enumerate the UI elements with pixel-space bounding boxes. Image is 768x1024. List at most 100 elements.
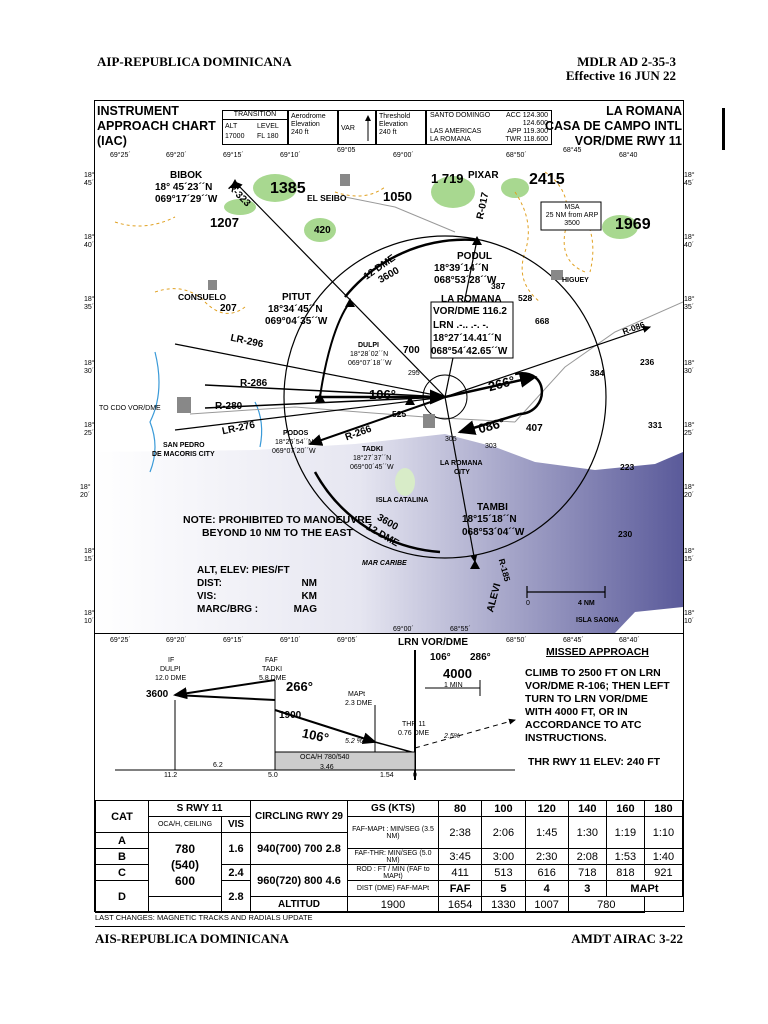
lat-tick: 18° 25´	[84, 422, 95, 437]
legend-key: VIS:	[197, 591, 217, 602]
fix-dulpi: DULPI	[358, 342, 379, 349]
faf-mapt-120: 1:45	[524, 816, 569, 849]
fix-podos-lat: 18°26´54´´N	[275, 439, 314, 446]
lat-tick: 18° 15´	[684, 548, 695, 563]
elevation-223: 223	[620, 462, 635, 472]
lon-tick: 68°45	[563, 147, 582, 154]
page-header-effective: Effective 16 JUN 22	[565, 68, 676, 83]
elevation-525: 525	[392, 409, 407, 419]
radials	[174, 181, 652, 564]
fix-pitut: PITUT	[282, 292, 311, 303]
profile-faf-alt: 1900	[279, 710, 302, 721]
profile-dist-346: 3.46	[320, 764, 334, 771]
lrn-lon: 068°54´42.65´´W	[431, 346, 508, 357]
profile-faf-dme: 5.8 DME	[259, 675, 287, 682]
thr-elevation-label: Elevation	[379, 121, 408, 128]
profile-diagram	[115, 650, 516, 780]
msa-line: 3500	[564, 220, 580, 227]
track-086	[457, 412, 521, 435]
faf-mapt-180: 1:10	[643, 816, 684, 849]
dist-5: 5	[481, 880, 526, 897]
r280-line	[204, 396, 446, 409]
level-label: LEVEL	[257, 123, 279, 130]
scale-label: 4 NM	[578, 600, 595, 607]
last-changes: LAST CHANGES: MAGNETIC TRACKS AND RADIAL…	[95, 913, 313, 922]
altitud-faf: 1900	[347, 896, 439, 913]
profile-trk-in: 286°	[470, 652, 491, 663]
elevation-1969: 1969	[615, 216, 651, 233]
dist-3: 3	[567, 880, 607, 897]
elevation-700: 700	[403, 345, 420, 356]
elevation-305: 305	[445, 436, 457, 443]
altitud-mapt: 780	[567, 896, 645, 913]
var-label: VAR	[341, 125, 355, 132]
elevation-230: 230	[618, 529, 633, 539]
legend-row: DIST:NM	[197, 577, 317, 590]
thr-elevation-note: THR RWY 11 ELEV: 240 FT	[528, 756, 661, 768]
comm-freq: ACC 124.300	[505, 112, 548, 119]
elevation-2415: 2415	[529, 171, 565, 188]
isla-catalina-patch	[395, 468, 415, 496]
cat-d: D	[95, 880, 149, 913]
msa-box	[540, 201, 602, 231]
fix-tadki-lat: 18°27´37´´N	[353, 455, 392, 462]
altitud-3: 1007	[524, 896, 569, 913]
comm-station: SANTO DOMINGO	[430, 112, 491, 119]
lon-tick: 69°25´	[110, 637, 131, 644]
profile-view	[95, 633, 683, 799]
lon-tick: 69°20´	[166, 152, 187, 159]
fix-tadki-lon: 069°00´45´´W	[350, 464, 394, 471]
lrn-lat: 18°27´14.41´´N	[433, 333, 502, 344]
chart-title-line: APPROACH CHART	[97, 119, 216, 133]
dist-mapt: MAPt	[605, 880, 684, 897]
elevation-value: 240 ft	[291, 129, 309, 136]
profile-oca: OCA/H 780/540	[300, 754, 350, 761]
fix-bibok-lon: 069°17´29´´W	[155, 194, 218, 205]
amendment-bar	[722, 108, 725, 150]
lon-tick: 69°00´	[393, 152, 414, 159]
lrn-ident: LRN .-.. .-. -.	[433, 320, 489, 331]
lon-tick: 68°50´	[506, 152, 527, 159]
profile-hold-time: 1 MIN	[444, 682, 463, 689]
lat-tick: 18° 35´	[684, 296, 695, 311]
town-symbol	[208, 280, 217, 290]
faf-mapt-100: 2:06	[481, 816, 526, 849]
profile-hold-alt: 4000	[443, 666, 472, 681]
town-symbol	[340, 174, 350, 186]
header-vis: VIS	[221, 816, 251, 833]
elevation-331: 331	[648, 420, 663, 430]
header-srwy: S RWY 11	[148, 800, 251, 817]
gs-140: 140	[567, 800, 607, 817]
s-minima-line: (540)	[170, 857, 199, 872]
lon-tick: 69°00´	[393, 626, 414, 633]
elevation-384: 384	[590, 368, 605, 378]
lon-tick: 68°40	[619, 152, 638, 159]
elevation-207: 207	[220, 303, 237, 314]
scale-zero: 0	[526, 600, 530, 607]
page-footer-left: AIS-REPUBLICA DOMINICANA	[95, 931, 289, 946]
level-value: FL 180	[257, 133, 279, 140]
town-symbol	[423, 414, 435, 428]
comm-row: LAS AMERICAS APP 119.300	[430, 128, 548, 136]
town-san-pedro-2: DE MACORIS CITY	[152, 451, 215, 458]
elevation-236: 236	[640, 357, 655, 367]
page-footer-right: AMDT AIRAC 3-22	[571, 931, 683, 946]
rod-80: 411	[437, 864, 483, 881]
lat-tick: 18° 45´	[84, 172, 95, 187]
note-line: NOTE: PROHIBITED TO MANOEUVRE	[183, 514, 372, 526]
header-circling: CIRCLING RWY 29	[250, 800, 348, 833]
transition-label: TRANSITION	[223, 111, 287, 120]
altitud-label: ALTITUD	[250, 896, 348, 913]
airport-name: LA ROMANA	[606, 104, 682, 118]
lat-tick: 18° 30´	[84, 360, 95, 375]
legend-value: NM	[301, 578, 317, 589]
note-prohibited: NOTE: PROHIBITED TO MANOEUVRE BEYOND 10 …	[183, 514, 372, 540]
units-legend: ALT, ELEV: PIES/FT DIST:NM VIS:KM MARC/B…	[197, 564, 317, 616]
profile-if-alt: 3600	[146, 689, 169, 700]
legend-line: ALT, ELEV: PIES/FT	[197, 565, 290, 576]
profile-trk266: 266°	[286, 679, 313, 694]
arc-south	[313, 471, 441, 554]
lon-tick: 69°05	[337, 147, 356, 154]
page-header-ref: MDLR AD 2-35-3	[577, 54, 676, 69]
missed-approach-text: CLIMB TO 2500 FT ON LRN VOR/DME R-106; T…	[525, 667, 670, 744]
